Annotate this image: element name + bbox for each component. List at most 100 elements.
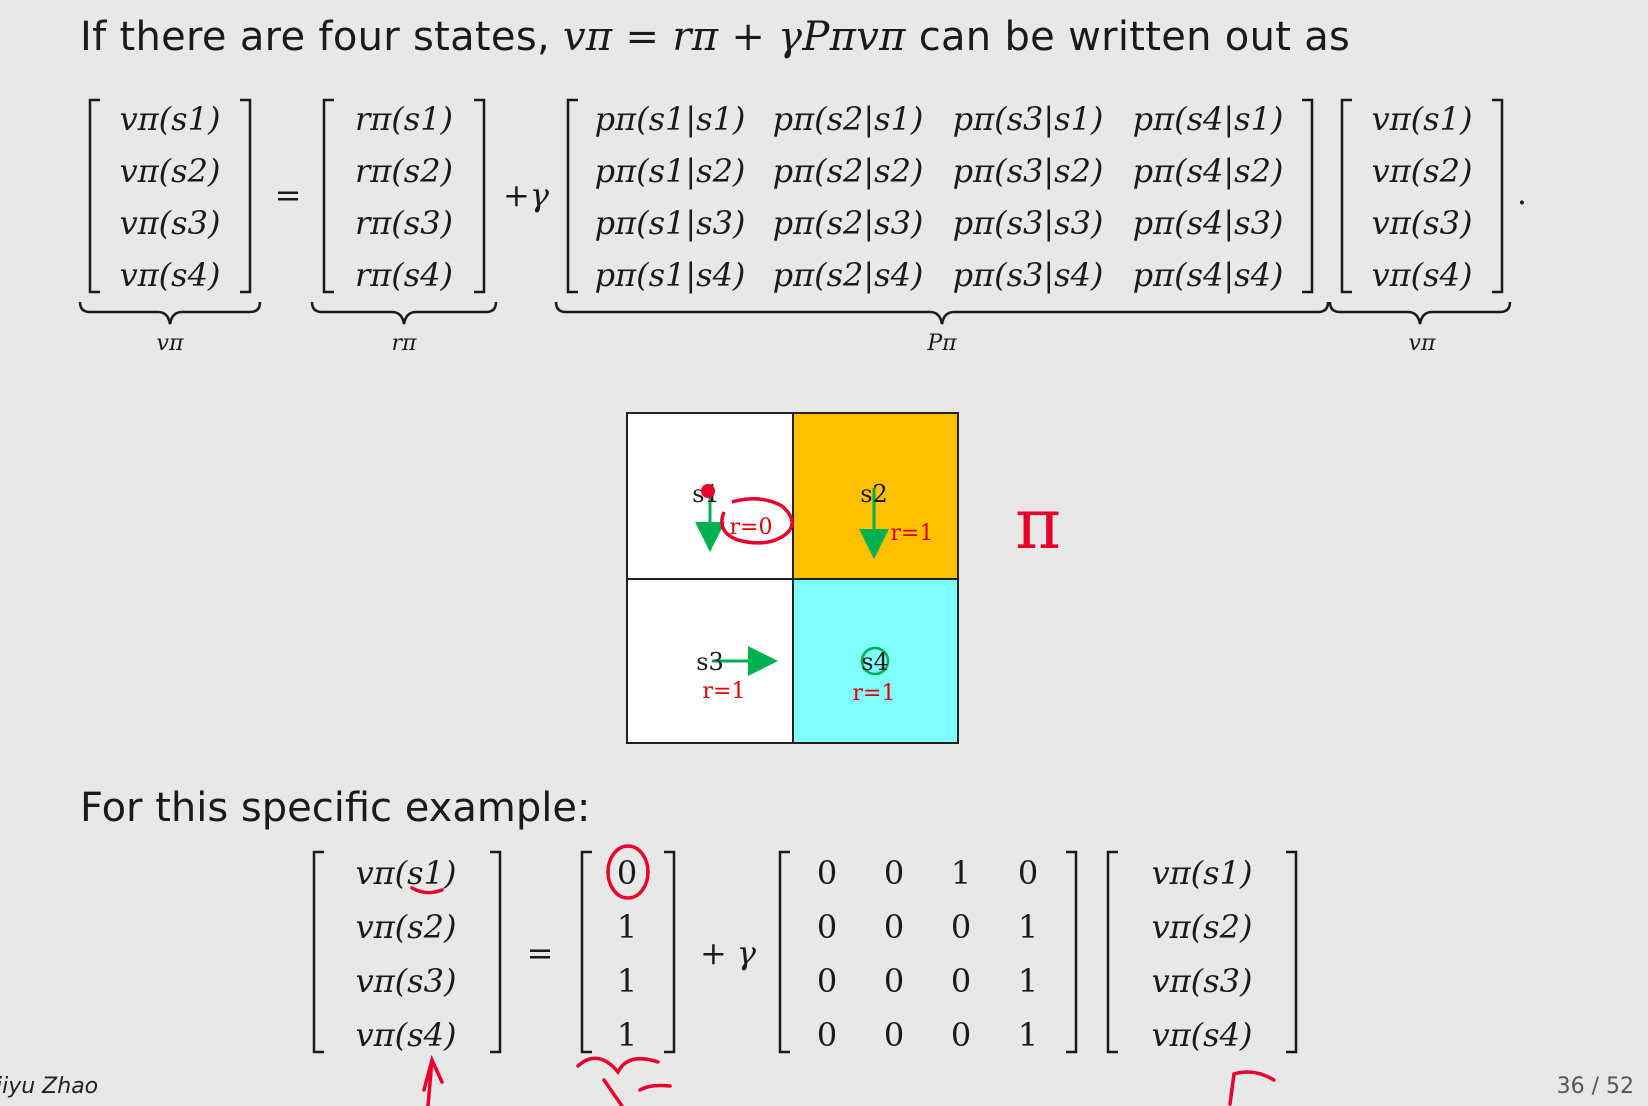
annotation-arrow-left xyxy=(422,1054,444,1106)
ex-equals-sign: = xyxy=(527,934,554,972)
lhs-entry: vπ(s2) xyxy=(120,152,221,190)
lhs-entry: vπ(s1) xyxy=(120,100,221,138)
p-entry: pπ(s1|s3) xyxy=(595,204,746,242)
annotation-underline-s1 xyxy=(410,886,444,895)
p-entry: pπ(s4|s3) xyxy=(1133,204,1284,242)
ex-lhs-entry: vπ(s4) xyxy=(356,1016,457,1054)
ex-r-right-bracket xyxy=(664,850,676,1054)
ex-rhs-left-bracket xyxy=(1106,850,1118,1054)
rhs-left-bracket xyxy=(1340,98,1352,294)
ex-lhs-right-bracket xyxy=(490,850,502,1054)
p-entry: pπ(s3|s3) xyxy=(953,204,1104,242)
p-entry: pπ(s3|s4) xyxy=(953,256,1104,294)
ex-p-entry: 1 xyxy=(1018,962,1038,1000)
ex-p-entry: 0 xyxy=(817,908,837,946)
ex-p-entry: 0 xyxy=(1018,854,1038,892)
p-brace-label: Pπ xyxy=(926,331,957,356)
ex-lhs-entry: vπ(s3) xyxy=(356,962,457,1000)
reward-label: r=0 xyxy=(730,515,773,540)
reward-label: r=1 xyxy=(853,681,896,706)
p-entry: pπ(s1|s2) xyxy=(595,152,746,190)
p-entry: pπ(s3|s1) xyxy=(953,100,1104,138)
handwritten-pi: π xyxy=(1015,483,1061,565)
rhs-entry: vπ(s3) xyxy=(1372,204,1473,242)
annotation-brace-rpi xyxy=(576,1056,672,1106)
p-right-bracket xyxy=(1302,98,1314,294)
state-label: s4 xyxy=(861,648,889,676)
p-left-bracket xyxy=(566,98,578,294)
heading-equation: vπ = rπ + γPπvπ xyxy=(563,14,906,60)
p-entry: pπ(s4|s2) xyxy=(1133,152,1284,190)
lhs-right-bracket xyxy=(240,98,252,294)
ex-lhs-left-bracket xyxy=(312,850,324,1054)
rhs-entry: vπ(s2) xyxy=(1372,152,1473,190)
slide-heading: If there are four states, vπ = rπ + γPπv… xyxy=(80,14,1350,60)
ex-r-entry: 1 xyxy=(617,962,637,1000)
ex-r-entry: 0 xyxy=(617,854,637,892)
p-underbrace xyxy=(554,301,1330,325)
ex-p-entry: 0 xyxy=(884,908,904,946)
ex-p-entry: 0 xyxy=(951,1016,971,1054)
rhs-entry: vπ(s4) xyxy=(1372,256,1473,294)
state-label: s3 xyxy=(696,648,724,676)
ex-p-entry: 0 xyxy=(884,854,904,892)
grid-world: s1 s2 s3 s4 r=0 r=1 r=1 r=1 π xyxy=(626,412,1061,744)
ex-plus-gamma: + γ xyxy=(700,934,757,972)
ex-p-entry: 0 xyxy=(817,1016,837,1054)
r-left-bracket xyxy=(322,98,334,294)
state-label: s2 xyxy=(860,480,888,508)
reward-label: r=1 xyxy=(703,679,746,704)
ex-lhs-entry: vπ(s1) xyxy=(356,854,457,892)
lhs-entry: vπ(s4) xyxy=(120,256,221,294)
p-entry: pπ(s4|s1) xyxy=(1133,100,1284,138)
ex-rhs-entry: vπ(s4) xyxy=(1152,1016,1253,1054)
p-entry: pπ(s3|s2) xyxy=(953,152,1104,190)
p-entry: pπ(s2|s2) xyxy=(773,152,924,190)
ex-r-left-bracket xyxy=(580,850,592,1054)
ex-p-entry: 0 xyxy=(951,962,971,1000)
p-entry: pπ(s2|s1) xyxy=(773,100,924,138)
lhs-left-bracket xyxy=(88,98,100,294)
example-equation: vπ(s1) vπ(s2) vπ(s3) vπ(s4) vπ(s1) vπ(s2… xyxy=(312,844,1298,1106)
r-underbrace xyxy=(310,301,498,325)
plus-gamma: +γ xyxy=(503,176,550,214)
r-entry: rπ(s2) xyxy=(355,152,453,190)
action-stay-circle-s4 xyxy=(860,646,890,676)
ex-r-entry: 1 xyxy=(617,1016,637,1054)
rhs-underbrace xyxy=(1328,301,1512,325)
ex-p-entry: 0 xyxy=(884,1016,904,1054)
ex-p-entry: 1 xyxy=(1018,1016,1038,1054)
heading-prefix: If there are four states, xyxy=(80,14,550,60)
example-heading: For this specific example: xyxy=(80,785,591,831)
ex-p-entry: 0 xyxy=(951,908,971,946)
r-entry: rπ(s3) xyxy=(355,204,453,242)
p-entry: pπ(s4|s4) xyxy=(1133,256,1284,294)
rhs-brace-label: vπ xyxy=(1409,331,1436,356)
lhs-entry: vπ(s3) xyxy=(120,204,221,242)
p-entry: pπ(s1|s1) xyxy=(595,100,746,138)
r-right-bracket xyxy=(474,98,486,294)
ex-p-entry: 1 xyxy=(1018,908,1038,946)
ex-rhs-entry: vπ(s2) xyxy=(1152,908,1253,946)
ex-p-entry: 0 xyxy=(817,854,837,892)
heading-suffix: can be written out as xyxy=(918,14,1351,60)
r-brace-label: rπ xyxy=(392,331,418,356)
r-entry: rπ(s1) xyxy=(355,100,453,138)
ex-rhs-right-bracket xyxy=(1286,850,1298,1054)
ex-p-left-bracket xyxy=(778,850,790,1054)
annotation-circle-reward xyxy=(720,497,794,545)
ex-p-entry: 1 xyxy=(951,854,971,892)
reward-label: r=1 xyxy=(891,521,934,546)
general-equation: vπ(s1) vπ(s2) vπ(s3) vπ(s4) rπ(s1) rπ(s2… xyxy=(78,98,1527,356)
p-entry: pπ(s2|s3) xyxy=(773,204,924,242)
footer-author: iiyu Zhao xyxy=(0,1074,99,1099)
page-number: 36 / 52 xyxy=(1556,1074,1634,1099)
ex-rhs-entry: vπ(s1) xyxy=(1152,854,1253,892)
rhs-entry: vπ(s1) xyxy=(1372,100,1473,138)
rhs-right-bracket xyxy=(1492,98,1504,294)
period: . xyxy=(1517,174,1527,212)
ex-r-entry: 1 xyxy=(617,908,637,946)
p-entry: pπ(s2|s4) xyxy=(773,256,924,294)
p-entry: pπ(s1|s4) xyxy=(595,256,746,294)
